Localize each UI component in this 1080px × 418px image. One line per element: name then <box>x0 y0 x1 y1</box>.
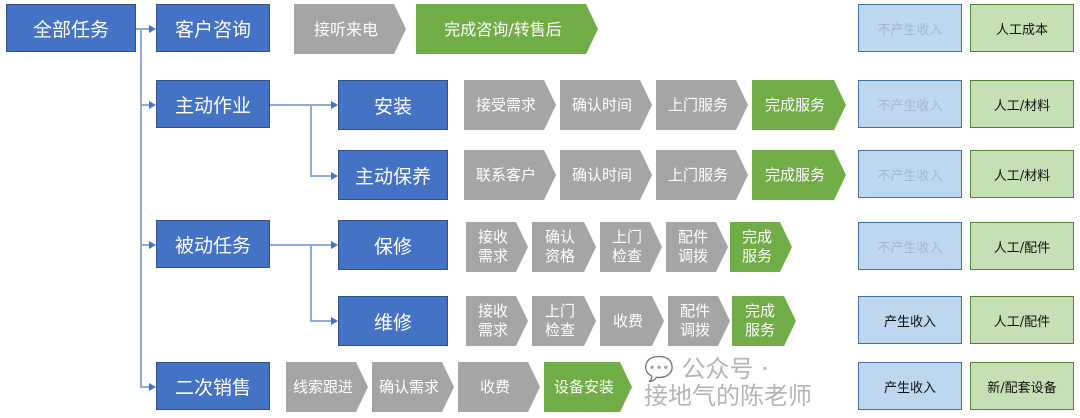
subcategory-node: 保修 <box>338 220 448 270</box>
cost-box: 人工/材料 <box>970 150 1074 198</box>
cost-box: 人工/配件 <box>970 296 1074 344</box>
connector-line <box>140 244 150 246</box>
connector-line <box>140 28 150 30</box>
connector-line <box>310 244 332 246</box>
process-step: 确认资格 <box>532 222 596 272</box>
process-step: 上门检查 <box>532 296 596 346</box>
category-node: 主动作业 <box>156 80 270 128</box>
process-step: 接受需求 <box>464 80 556 130</box>
process-step: 接收需求 <box>466 222 528 272</box>
process-step: 接听来电 <box>294 4 406 54</box>
arrow-head-icon <box>331 241 338 249</box>
final-step: 完成服务 <box>752 150 846 200</box>
watermark-text: 公众号 · 接地气的陈老师 <box>644 355 812 410</box>
cost-box: 新/配套设备 <box>970 362 1074 410</box>
connector-line <box>140 104 150 106</box>
arrow-head-icon <box>149 25 156 33</box>
final-step: 设备安装 <box>544 362 632 412</box>
arrow-head-icon <box>331 101 338 109</box>
final-step: 完成服务 <box>730 222 792 272</box>
category-node: 客户咨询 <box>156 4 270 52</box>
process-step: 接收需求 <box>466 296 528 346</box>
connector-line <box>310 104 332 106</box>
connector-line <box>310 104 312 176</box>
connector-line <box>310 320 332 322</box>
cost-box: 人工/材料 <box>970 80 1074 128</box>
arrow-head-icon <box>149 101 156 109</box>
revenue-box: 不产生收入 <box>858 150 962 198</box>
subcategory-node: 主动保养 <box>338 150 448 200</box>
watermark: 💬 公众号 · 接地气的陈老师 <box>644 356 852 410</box>
revenue-box: 不产生收入 <box>858 222 962 270</box>
process-step: 配件调拨 <box>668 296 730 346</box>
root-node: 全部任务 <box>6 4 136 52</box>
process-step: 收费 <box>458 362 540 412</box>
final-step: 完成服务 <box>752 80 846 130</box>
revenue-box: 产生收入 <box>858 296 962 344</box>
arrow-head-icon <box>149 241 156 249</box>
connector-line <box>140 386 150 388</box>
process-step: 联系客户 <box>464 150 556 200</box>
revenue-box: 产生收入 <box>858 362 962 410</box>
revenue-box: 不产生收入 <box>858 80 962 128</box>
process-step: 确认需求 <box>372 362 454 412</box>
connector-line <box>140 28 142 386</box>
process-step: 上门检查 <box>600 222 662 272</box>
connector-line <box>310 175 332 177</box>
process-step: 确认时间 <box>560 150 652 200</box>
subcategory-node: 安装 <box>338 80 448 130</box>
cost-box: 人工成本 <box>970 4 1074 52</box>
arrow-head-icon <box>149 383 156 391</box>
process-step: 上门服务 <box>656 150 748 200</box>
revenue-box: 不产生收入 <box>858 4 962 52</box>
process-step: 配件调拨 <box>666 222 728 272</box>
category-node: 二次销售 <box>156 362 270 410</box>
process-step: 确认时间 <box>560 80 652 130</box>
cost-box: 人工/配件 <box>970 222 1074 270</box>
wechat-icon: 💬 <box>644 355 682 383</box>
arrow-head-icon <box>331 172 338 180</box>
process-step: 上门服务 <box>656 80 748 130</box>
connector-line <box>310 244 312 320</box>
arrow-head-icon <box>331 317 338 325</box>
final-step: 完成服务 <box>732 296 796 346</box>
connector-line <box>136 28 140 30</box>
process-step: 线索跟进 <box>286 362 368 412</box>
process-step: 收费 <box>600 296 664 346</box>
connector-line <box>270 104 310 106</box>
subcategory-node: 维修 <box>338 296 448 346</box>
final-step: 完成咨询/转售后 <box>416 4 598 54</box>
connector-line <box>270 244 310 246</box>
category-node: 被动任务 <box>156 220 270 268</box>
